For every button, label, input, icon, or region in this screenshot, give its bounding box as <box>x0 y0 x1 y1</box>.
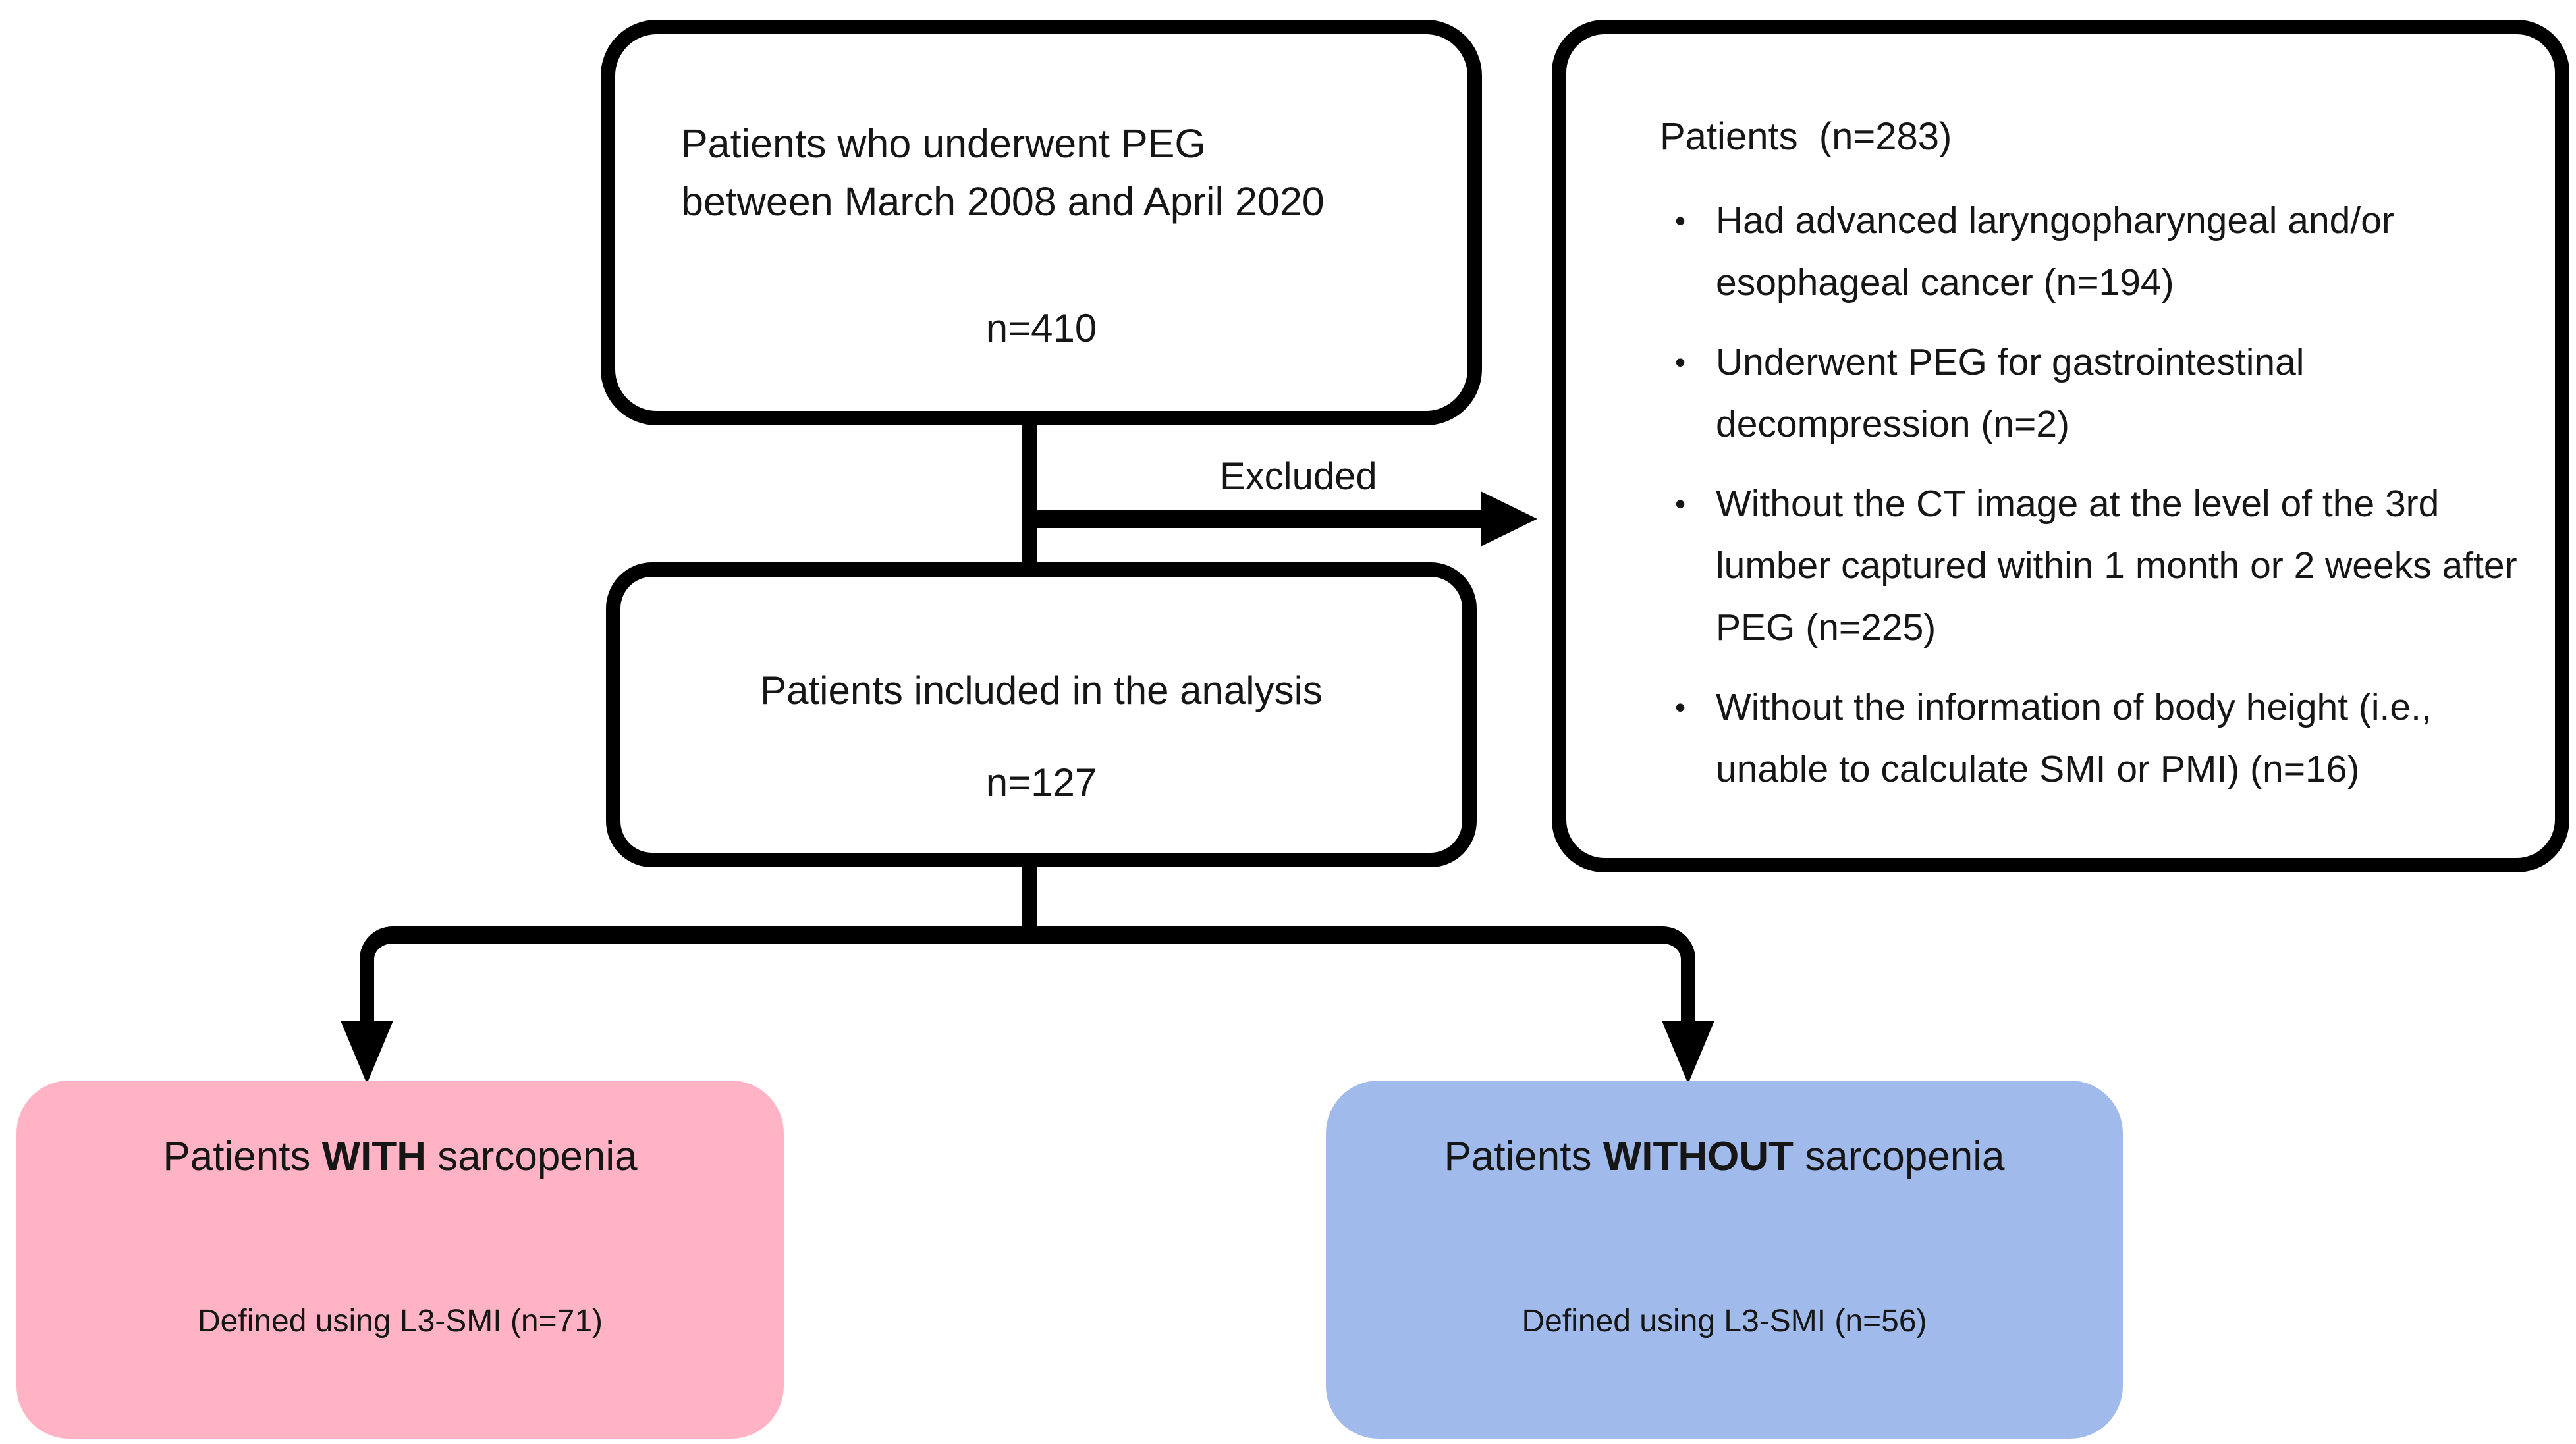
with-box-subtitle: Defined using L3-SMI (n=71) <box>198 1304 603 1339</box>
with-title-prefix: Patients <box>163 1134 322 1179</box>
excluded-reason-4: Without the information of body height (… <box>1716 686 2432 790</box>
excluded-label: Excluded <box>1220 455 1377 498</box>
excluded-reasons-list: • Had advanced laryngopharyngeal and/or … <box>1675 190 2531 818</box>
without-title-prefix: Patients <box>1444 1134 1603 1179</box>
without-box-title: Patients WITHOUT sarcopenia <box>1326 1133 2123 1180</box>
connector-middle-to-branch <box>1022 863 1037 933</box>
with-title-suffix: sarcopenia <box>426 1134 638 1179</box>
excluded-box-title: Patients (n=283) <box>1660 115 1952 158</box>
with-box-title: Patients WITH sarcopenia <box>16 1133 784 1180</box>
top-box-text: Patients who underwent PEG between March… <box>681 115 1325 230</box>
bullet-icon: • <box>1675 487 1686 521</box>
list-item: • Without the CT image at the level of t… <box>1675 473 2531 658</box>
without-title-bold: WITHOUT <box>1603 1134 1794 1179</box>
without-box-subtitle: Defined using L3-SMI (n=56) <box>1521 1304 1927 1339</box>
arrow-right-icon <box>1481 491 1537 547</box>
top-box-line2: between March 2008 and April 2020 <box>681 179 1325 224</box>
list-item: • Underwent PEG for gastrointestinal dec… <box>1675 331 2531 455</box>
connector-excluded-line <box>1022 510 1483 528</box>
middle-box-count: n=127 <box>985 761 1097 805</box>
connector-top-to-middle <box>1022 421 1037 568</box>
list-item: • Had advanced laryngopharyngeal and/or … <box>1675 190 2531 313</box>
connector-branch-bar <box>360 926 1695 1027</box>
box-patients-included: Patients included in the analysis n=127 <box>606 562 1477 867</box>
top-box-count: n=410 <box>985 306 1097 350</box>
box-excluded-patients: Patients (n=283) • Had advanced laryngop… <box>1552 20 2569 872</box>
top-box-line1: Patients who underwent PEG <box>681 121 1206 166</box>
list-item: • Without the information of body height… <box>1675 676 2531 800</box>
box-without-sarcopenia: Patients WITHOUT sarcopenia Defined usin… <box>1326 1081 2123 1439</box>
without-title-suffix: sarcopenia <box>1793 1134 2005 1179</box>
middle-box-line1: Patients included in the analysis <box>760 668 1323 712</box>
excluded-reason-3: Without the CT image at the level of the… <box>1716 483 2517 649</box>
arrow-down-icon <box>1662 1021 1714 1084</box>
with-title-bold: WITH <box>321 1134 427 1179</box>
box-with-sarcopenia: Patients WITH sarcopenia Defined using L… <box>16 1081 784 1439</box>
bullet-icon: • <box>1675 345 1686 379</box>
box-patients-underwent-peg: Patients who underwent PEG between March… <box>601 20 1482 425</box>
excluded-reason-2: Underwent PEG for gastrointestinal decom… <box>1716 341 2305 445</box>
excluded-reason-1: Had advanced laryngopharyngeal and/or es… <box>1716 200 2394 304</box>
arrow-down-icon <box>341 1021 393 1084</box>
bullet-icon: • <box>1675 690 1686 724</box>
bullet-icon: • <box>1675 203 1686 238</box>
